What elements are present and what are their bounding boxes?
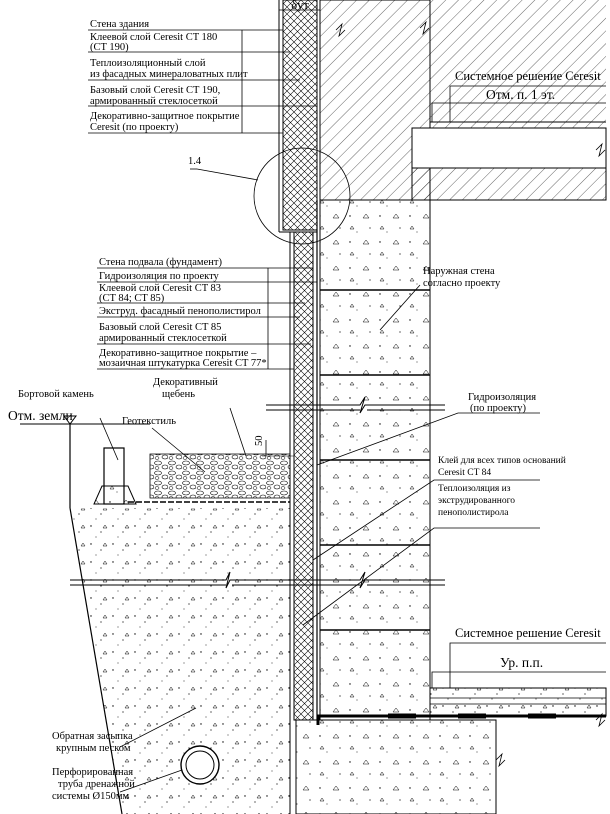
geotextile-label: Геотекстиль — [122, 416, 176, 427]
callout-decor-mosaic-1: Декоративно-защитное покрытие – — [99, 348, 257, 359]
callout-glue-ct83: Клеевой слой Ceresit CT 83 — [99, 283, 221, 294]
callout-waterproofing: Гидроизоляция по проекту — [99, 271, 220, 282]
floor-screed — [411, 127, 607, 169]
insulation-label-2: экструдированного — [438, 496, 515, 506]
callout-glue-ct190: (CT 190) — [90, 42, 129, 53]
top-dimension-label: δут — [291, 0, 309, 12]
drain-pipe-label-1: Перфорированная — [52, 767, 133, 778]
basement-insulation — [293, 231, 314, 721]
callout-base-1: Базовый слой Ceresit CT 190, — [90, 85, 220, 96]
callout-base-ct85: Базовый слой Ceresit CT 85 — [99, 322, 221, 333]
callout-mesh: армированный стеклосеткой — [99, 333, 227, 344]
system-solution-bottom: Системное решение Ceresit — [455, 626, 601, 640]
upper-callout-lines — [88, 29, 316, 134]
basement-callout-lines — [97, 267, 317, 370]
curb-stone-label: Бортовой камень — [18, 389, 94, 400]
callout-base-2: армированный стеклосеткой — [90, 96, 218, 107]
callout-glue-ct84: (CT 84; CT 85) — [99, 293, 165, 304]
detail-ref-label: 1.4 — [188, 156, 202, 167]
callout-basement-wall: Стена подвала (фундамент) — [99, 257, 222, 268]
decor-gravel-label-2: щебень — [162, 389, 195, 400]
upper-insulation — [282, 0, 318, 231]
backfill-label-1: Обратная засыпка — [52, 731, 133, 742]
callout-insulation-1: Теплоизоляционный слой — [90, 58, 206, 69]
decor-gravel — [149, 453, 291, 499]
system-solution-top: Системное решение Ceresit — [455, 69, 601, 83]
callout-xps: Экструд. фасадный пенополистирол — [99, 306, 261, 317]
floor-slab — [411, 167, 607, 201]
drain-pipe-label-2: труба дренажной — [58, 779, 135, 790]
upper-callouts: Стена здания Клеевой слой Ceresit CT 180… — [90, 19, 248, 133]
insulation-label-1: Теплоизоляция из — [438, 484, 511, 494]
drain-pipe-label-3: системы Ø150мм — [52, 791, 129, 802]
outer-wall-label-2: согласно проекту — [423, 278, 501, 289]
block-joints — [320, 289, 430, 631]
glue-label-1: Клей для всех типов оснований — [438, 455, 566, 466]
insulation-label-3: пенополистирола — [438, 508, 509, 518]
ground-level-label: Отм. земли — [8, 408, 73, 423]
callout-glue-ct180: Клеевой слой Ceresit CT 180 — [90, 32, 217, 43]
level-floor-label: Ур. п.п. — [500, 655, 543, 670]
backfill-label-2: крупным песком — [56, 743, 131, 754]
drain-pipe — [180, 745, 220, 785]
callout-decor-mosaic-2: мозаичная штукатурка Ceresit CT 77* — [99, 358, 267, 369]
waterproofing-label-2: (по проекту) — [470, 403, 527, 414]
dim-50-label: 50 — [254, 436, 265, 447]
callout-decor-2: Ceresit (по проекту) — [90, 122, 179, 133]
level-first-floor: Отм. п. 1 эт. — [486, 87, 555, 102]
break-lines — [70, 396, 445, 589]
leader-lines — [99, 85, 606, 793]
basement-floor — [429, 687, 607, 717]
detail-circle — [253, 147, 351, 245]
waterproofing-label-1: Гидроизоляция — [468, 392, 536, 403]
basement-callouts: Стена подвала (фундамент) Гидроизоляция … — [99, 257, 267, 369]
glue-label-2: Ceresit CT 84 — [438, 468, 491, 478]
outer-wall-label-1: Наружная стена — [423, 266, 495, 277]
callout-insulation-2: из фасадных минераловатных плит — [90, 69, 248, 80]
upper-wall-right — [430, 0, 606, 128]
callout-wall: Стена здания — [90, 19, 149, 30]
footing — [295, 719, 497, 814]
decor-gravel-label-1: Декоративный — [153, 377, 218, 388]
callout-decor-1: Декоративно-защитное покрытие — [90, 111, 240, 122]
